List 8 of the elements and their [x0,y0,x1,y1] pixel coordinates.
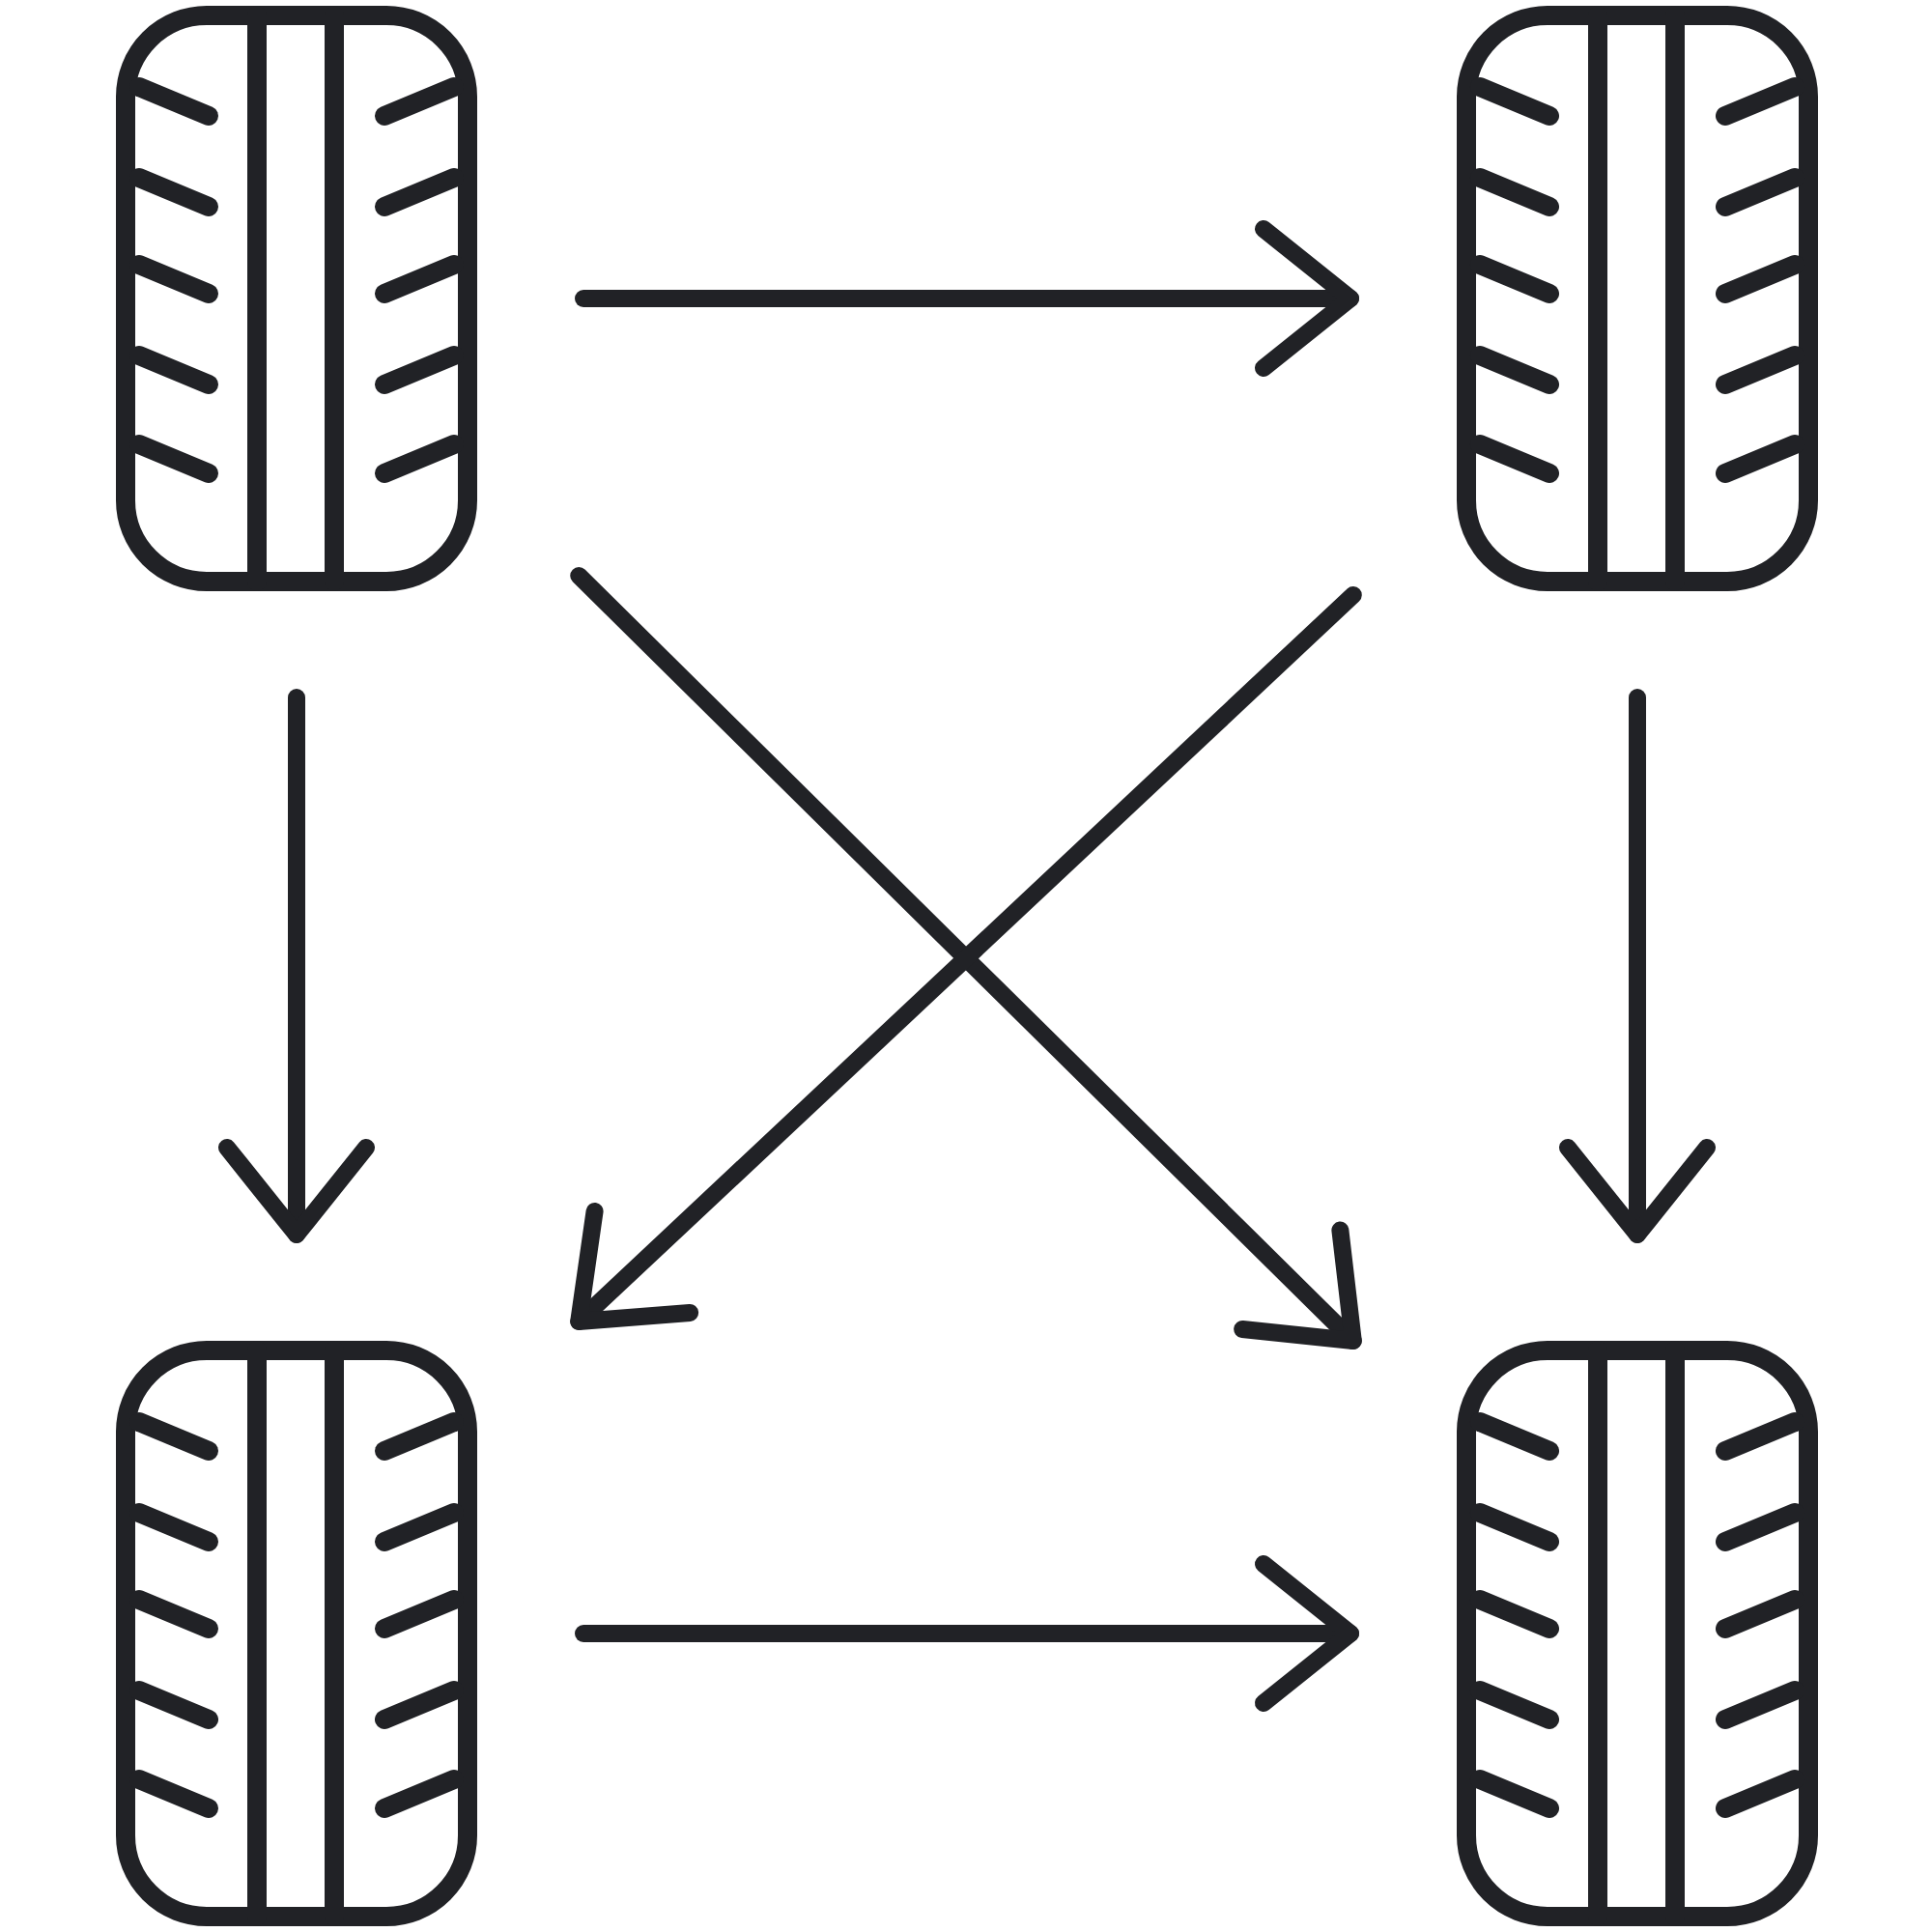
arrow [218,689,375,1243]
tire-icon [116,1341,477,1926]
tire-icon [1457,1341,1818,1926]
tire-icon [1457,6,1818,591]
arrow [1559,689,1716,1243]
tire-icon [116,6,477,591]
arrow [575,1555,1359,1712]
arrow [575,220,1359,377]
